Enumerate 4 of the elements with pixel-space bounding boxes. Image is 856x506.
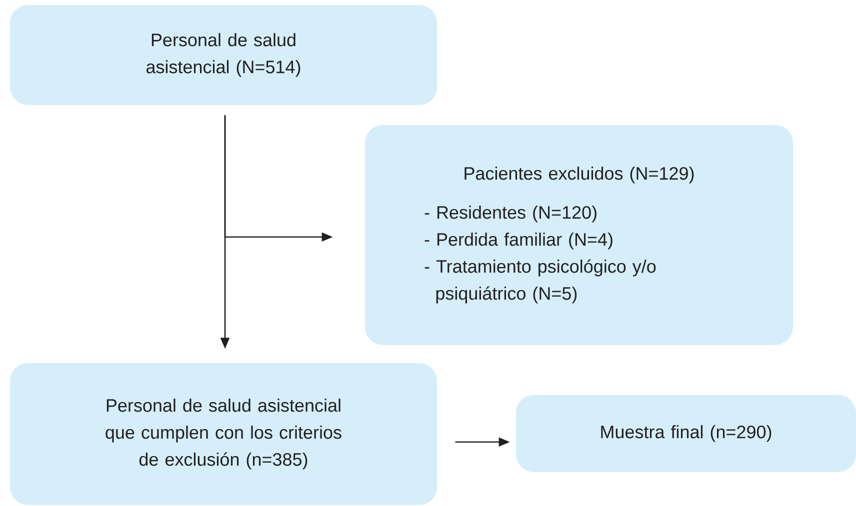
exclusion-box: Pacientes excluidos (N=129) - Residentes (N=120) - Perdida familiar (N=4) - Tratamiento psicológico y/o psiquiátrico (N=5) (365, 125, 793, 345)
process-box: Muestra final (n=290) (516, 395, 856, 472)
process-box: Personal de salud asistencial (N=514) (10, 5, 437, 105)
process-box: Personal de salud asistencial que cumplen con los criterios de exclusión (n=385) (10, 363, 437, 505)
